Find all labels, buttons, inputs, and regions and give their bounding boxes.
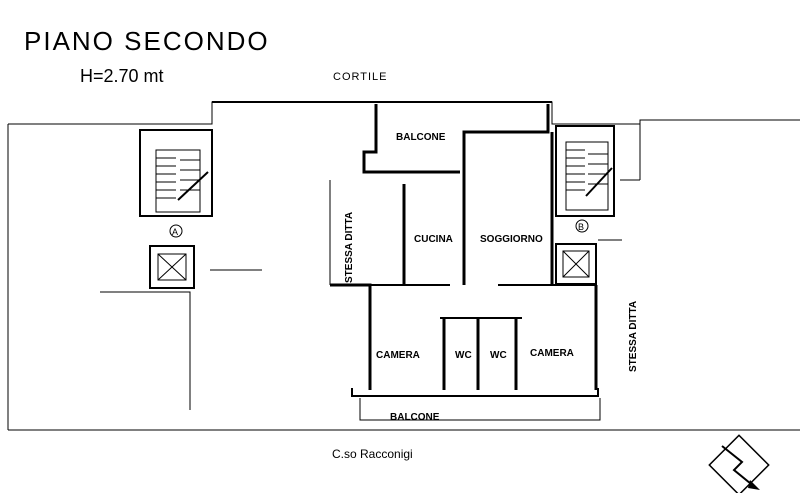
north-arrow-icon xyxy=(708,434,770,493)
elevator-icon xyxy=(555,243,597,285)
stair-core-a: A xyxy=(100,129,262,410)
room-balcone-bottom: BALCONE xyxy=(390,412,440,423)
room-wc-left: WC xyxy=(455,350,472,361)
neighbor-right-label: STESSA DITTA xyxy=(628,301,639,372)
street-label: C.so Racconigi xyxy=(332,447,413,461)
room-soggiorno: SOGGIORNO xyxy=(480,234,543,245)
building-outline xyxy=(7,101,800,431)
height-note: H=2.70 mt xyxy=(80,66,164,86)
stairs-icon xyxy=(566,149,613,197)
stair-core-b: B xyxy=(555,125,622,285)
room-cucina: CUCINA xyxy=(414,234,453,245)
room-camera-right: CAMERA xyxy=(530,348,574,359)
stairs-b-marker xyxy=(575,219,589,233)
stairs-a-label: A xyxy=(172,227,178,237)
elevator-icon xyxy=(149,245,195,289)
room-camera-left: CAMERA xyxy=(376,350,420,361)
courtyard-label: CORTILE xyxy=(333,71,387,83)
stairs-b-label: B xyxy=(578,222,584,232)
room-wc-right: WC xyxy=(490,350,507,361)
apartment-walls xyxy=(329,104,641,421)
stairs-a-marker xyxy=(169,224,183,238)
stairs-icon xyxy=(156,157,209,201)
neighbor-left-label: STESSA DITTA xyxy=(344,212,355,283)
room-balcone-top: BALCONE xyxy=(396,132,446,143)
plan-title: PIANO SECONDO xyxy=(24,26,270,56)
